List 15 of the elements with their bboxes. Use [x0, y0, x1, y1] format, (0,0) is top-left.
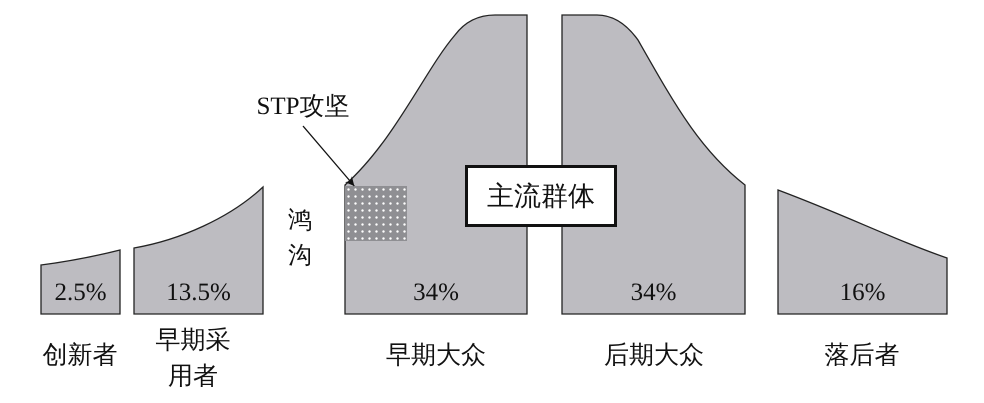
segment-name: 后期大众 [603, 341, 705, 371]
group-label-box: 主流群体 [465, 165, 617, 227]
segment-name: 早期大众 [385, 341, 487, 371]
dotted-patch [345, 186, 407, 241]
percentage-label: 13.5% [166, 278, 231, 308]
callout-text: STP攻坚 [244, 92, 362, 122]
arrow [302, 126, 355, 186]
segment-name: 早期采用者 [154, 326, 232, 392]
segment-name: 创新者 [42, 341, 118, 371]
percentage-label: 34% [413, 278, 459, 308]
percentage-label: 34% [630, 278, 676, 308]
segment-name: 落后者 [824, 341, 900, 371]
percentage-label: 16% [840, 278, 886, 308]
percentage-label: 2.5% [54, 278, 107, 308]
gap-label: 鸿沟 [288, 207, 312, 271]
